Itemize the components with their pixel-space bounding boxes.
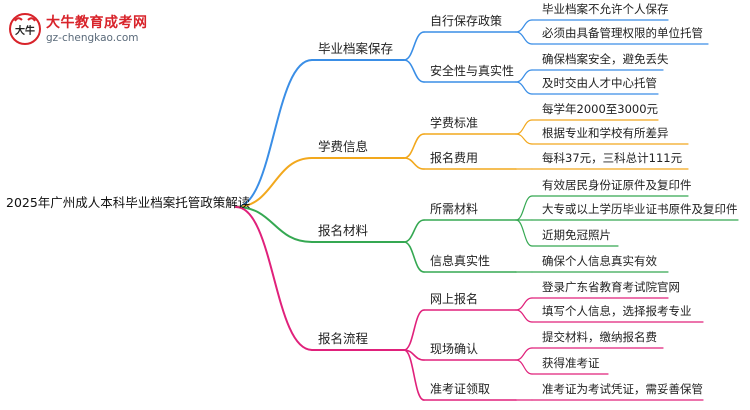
connector-l2-1-0-0 <box>515 119 533 135</box>
leaf-3-1-0: 提交材料，缴纳报名费 <box>542 330 657 344</box>
connector-l2-2-0-0 <box>515 195 533 221</box>
leaf-0-0-0: 毕业档案不允许个人保存 <box>542 2 669 16</box>
connector-l1-0-1 <box>403 59 425 83</box>
leaf-2-0-1: 大专或以上学历毕业证书原件及复印件 <box>542 202 738 216</box>
leaf-3-0-0: 登录广东省教育考试院官网 <box>542 280 680 294</box>
leaf-1-0-1: 根据专业和学校有所差异 <box>542 126 669 140</box>
connector-l2-3-0-1 <box>515 309 533 323</box>
connector-l1-1-0 <box>403 133 425 159</box>
leaf-2-0-0: 有效居民身份证原件及复印件 <box>542 178 692 192</box>
svg-text:大牛: 大牛 <box>15 24 35 37</box>
connector-l2-3-0-0 <box>515 297 533 311</box>
connector-root-2 <box>235 206 313 243</box>
logo-url: gz-chengkao.com <box>46 32 139 44</box>
connector-l1-1-1 <box>403 157 425 170</box>
node-3-1: 现场确认 <box>430 342 479 356</box>
leaf-0-1-0: 确保档案安全，避免丢失 <box>542 52 669 66</box>
node-2-0: 所需材料 <box>430 202 479 216</box>
connector-l1-3-2 <box>403 349 425 401</box>
branch-3: 报名流程 <box>318 331 369 346</box>
branch-2: 报名材料 <box>318 223 369 238</box>
branch-1: 学费信息 <box>318 139 369 154</box>
leaf-0-0-1: 必须由具备管理权限的单位托管 <box>542 26 703 40</box>
connector-l2-0-0-0 <box>515 19 533 33</box>
connector-l1-2-1 <box>403 241 425 273</box>
connector-l1-2-0 <box>403 219 425 243</box>
mindmap-root: 2025年广州成人本科毕业档案托管政策解读 <box>6 195 251 210</box>
node-2-1: 信息真实性 <box>430 254 491 268</box>
connector-l2-2-0-2 <box>515 219 533 247</box>
node-1-1: 报名费用 <box>430 151 479 165</box>
node-3-0: 网上报名 <box>430 292 479 306</box>
connector-l2-3-1-1 <box>515 359 533 375</box>
node-3-2: 准考证领取 <box>430 382 491 396</box>
connector-l1-0-0 <box>403 31 425 61</box>
node-0-1: 安全性与真实性 <box>430 64 515 78</box>
leaf-2-1-0: 确保个人信息真实有效 <box>542 254 657 268</box>
connector-l2-0-0-1 <box>515 31 533 45</box>
leaf-3-2-0: 准考证为考试凭证，需妥善保管 <box>542 382 703 396</box>
leaf-3-1-1: 获得准考证 <box>542 356 600 370</box>
leaf-1-1-0: 每科37元，三科总计111元 <box>542 151 683 165</box>
leaf-1-0-0: 每学年2000至3000元 <box>542 102 659 116</box>
connector-l2-0-1-1 <box>515 81 533 95</box>
connector-l2-3-1-0 <box>515 347 533 361</box>
bull-logo-icon: 大牛 <box>9 13 41 45</box>
leaf-2-0-2: 近期免冠照片 <box>542 228 611 242</box>
connector-root-3 <box>235 206 313 351</box>
branch-0: 毕业档案保存 <box>318 41 394 56</box>
site-logo: 大牛 大牛教育成考网 gz-chengkao.com <box>6 8 206 52</box>
connector-l2-1-0-1 <box>515 133 533 145</box>
node-0-0: 自行保存政策 <box>430 14 503 28</box>
leaf-0-1-1: 及时交由人才中心托管 <box>542 76 657 90</box>
connector-l1-3-0 <box>403 309 425 351</box>
connector-root-0 <box>235 59 313 208</box>
leaf-3-0-1: 填写个人信息，选择报考专业 <box>542 304 692 318</box>
node-1-0: 学费标准 <box>430 116 479 130</box>
logo-title: 大牛教育成考网 <box>46 15 148 31</box>
connector-root-1 <box>235 157 313 208</box>
connector-l2-0-1-0 <box>515 69 533 83</box>
